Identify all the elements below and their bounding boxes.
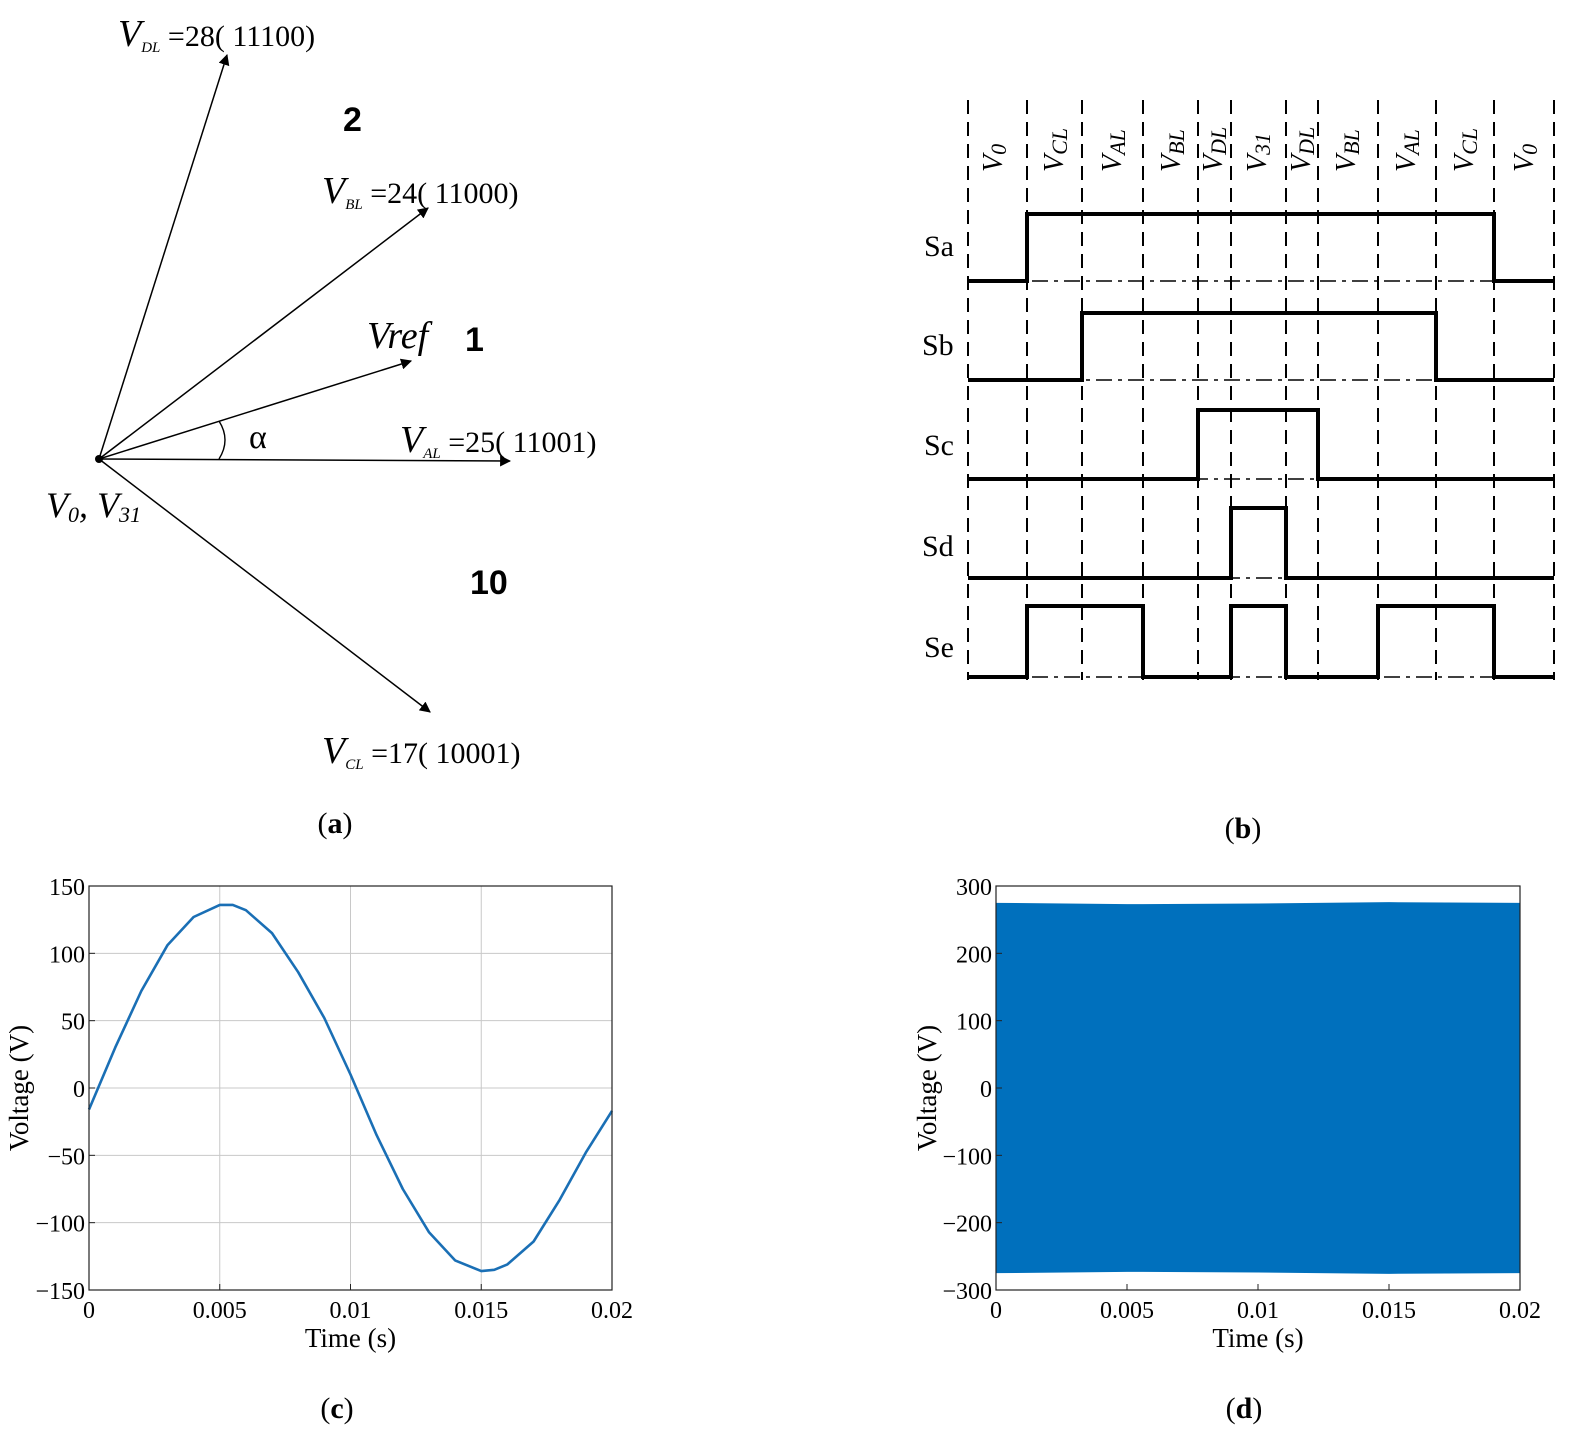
chart-c: 0 0.005 0.01 0.015 0.02 150 100 50 0 −50 −100 −150T… [4,875,633,1353]
vcl-label: VCL =17( 10001) [322,730,520,773]
y-axis-label: Voltage (V) [912,1025,942,1151]
signal-sb-waveform [968,311,1554,382]
y-tick-label: 50 [61,1010,85,1036]
sector-1-label: 1 [465,321,484,359]
x-tick-label: 0 [990,1298,1002,1324]
signal-se-waveform [968,604,1554,679]
sector-2-label: 2 [343,101,362,139]
x-tick-label: 0 [83,1298,95,1324]
y-tick-label: 100 [956,1010,992,1036]
y-tick-label: −300 [942,1279,992,1305]
panel-b-caption: (b) [1225,812,1262,845]
x-tick-label: 0.01 [1237,1298,1279,1324]
column-label: VDL [1198,127,1231,172]
vbl-label: VBL =24( 11000) [322,170,519,213]
vdl-label: VDL =28( 11100) [118,13,315,56]
vector-vcl-arrow [98,458,431,713]
column-labels: V0 VCL VAL VBL VDL V31 VDL VBL VAL VCL V… [978,127,1542,172]
signal-label: Sd [922,530,954,563]
column-label: V0 [978,144,1011,172]
column-label: VBL [1331,129,1364,172]
y-tick-label: 200 [956,942,992,968]
origin-label: V0, V31 [46,485,141,527]
vref-label: Vref [367,315,433,357]
y-axis-label: Voltage (V) [4,1025,34,1151]
panel-c-caption: (c) [320,1392,353,1425]
x-tick-label: 0.02 [1499,1298,1541,1324]
y-tick-label: −50 [47,1144,85,1170]
vector-vbl-arrow [98,207,429,460]
signal-labels: Sa Sb Sc Sd Se [922,230,954,664]
val-label: VAL =25( 11001) [400,419,597,462]
signal-label: Sa [924,230,954,263]
y-tick-label: −100 [35,1212,85,1238]
column-label: V31 [1242,133,1275,172]
y-tick-label: 0 [980,1077,992,1103]
y-tick-label: 0 [73,1077,85,1103]
x-tick-label: 0.005 [1100,1298,1154,1324]
vector-vdl-arrow [98,53,230,460]
x-axis-label: Time (s) [305,1323,396,1353]
signal-label: Sc [924,429,954,462]
angle-arc [218,420,226,460]
y-tick-label: 150 [49,875,85,901]
panel-d-caption: (d) [1226,1392,1263,1425]
x-tick-label: 0.015 [454,1298,508,1324]
y-tick-label: 300 [956,875,992,901]
x-axis-label: Time (s) [1212,1323,1303,1353]
x-tick-label: 0.02 [591,1298,633,1324]
signal-sc-waveform [968,408,1554,481]
panel-a-caption: (a) [318,807,353,840]
signal-sa-waveform [968,212,1554,283]
y-tick-label: −150 [35,1279,85,1305]
sector-10-label: 10 [470,564,508,602]
signal-sd-waveform [968,506,1554,580]
origin-dot [95,455,103,463]
series-line [87,903,614,1273]
y-tick-label: −200 [942,1212,992,1238]
column-label: VAL [1097,129,1130,172]
column-label: V0 [1509,144,1542,172]
vector-val-arrow [98,455,512,467]
column-label: VDL [1286,127,1319,172]
panel-b: V0 VCL VAL VBL VDL V31 VDL VBL VAL VCL V… [922,100,1555,845]
x-tick-label: 0.005 [193,1298,247,1324]
panel-a: VDL =28( 11100) VBL =24( 11000) Vref VAL… [46,13,597,840]
y-tick-label: 100 [49,942,85,968]
column-dividers [967,100,1555,680]
column-label: VAL [1391,129,1424,172]
signal-label: Se [924,631,954,664]
column-label: VBL [1156,129,1189,172]
x-tick-label: 0.015 [1362,1298,1416,1324]
x-tick-label: 0.01 [330,1298,372,1324]
chart-d: 0 0.005 0.01 0.015 0.02 300 200 100 0 −100 −200 −30… [912,875,1541,1353]
y-tick-label: −100 [942,1144,992,1170]
series-area [996,902,1520,1274]
signal-label: Sb [922,329,954,362]
signal-waveforms [968,212,1554,679]
column-label: VCL [1039,128,1072,172]
angle-label: α [249,419,267,456]
vector-vref-arrow [98,358,413,460]
column-label: VCL [1449,128,1482,172]
